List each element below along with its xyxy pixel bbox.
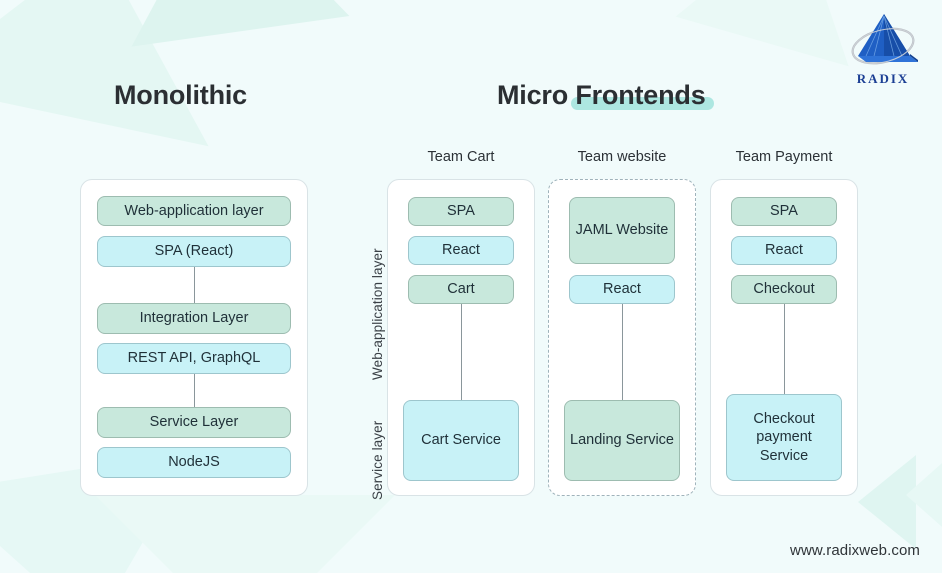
page-title-micro-frontends: Micro Frontends bbox=[497, 80, 714, 111]
website-box-react[interactable]: React bbox=[569, 275, 675, 304]
radix-logo: RADIX bbox=[840, 10, 926, 86]
monolithic-box-rest-api-graphql[interactable]: REST API, GraphQL bbox=[97, 343, 291, 374]
team-label-website: Team website bbox=[577, 149, 667, 165]
cart-box-cart-service[interactable]: Cart Service bbox=[403, 400, 519, 481]
decorative-triangle-top-left-1 bbox=[0, 0, 245, 147]
connector-line-monolithic-upper bbox=[194, 266, 195, 304]
connector-line-payment bbox=[784, 303, 785, 395]
monolithic-box-spa-react[interactable]: SPA (React) bbox=[97, 236, 291, 267]
connector-line-cart bbox=[461, 303, 462, 401]
website-box-jaml-website[interactable]: JAML Website bbox=[569, 197, 675, 264]
connector-line-website bbox=[622, 303, 623, 401]
monolithic-box-nodejs[interactable]: NodeJS bbox=[97, 447, 291, 478]
decorative-triangle-bottom-left-2 bbox=[95, 495, 395, 573]
cart-box-spa[interactable]: SPA bbox=[408, 197, 514, 226]
connector-line-monolithic-lower bbox=[194, 373, 195, 408]
payment-box-spa[interactable]: SPA bbox=[731, 197, 837, 226]
monolithic-box-web-application-layer[interactable]: Web-application layer bbox=[97, 196, 291, 226]
website-box-landing-service[interactable]: Landing Service bbox=[564, 400, 680, 481]
monolithic-box-integration-layer[interactable]: Integration Layer bbox=[97, 303, 291, 334]
page-title-monolithic: Monolithic bbox=[114, 80, 247, 110]
payment-box-checkout-payment-service[interactable]: Checkout payment Service bbox=[726, 394, 842, 481]
axis-label-service-layer: Service layer bbox=[370, 420, 385, 500]
footer-website-url[interactable]: www.radixweb.com bbox=[790, 542, 920, 559]
monolithic-panel bbox=[80, 179, 308, 496]
title-prefix: Micro bbox=[497, 80, 576, 110]
title-highlight-wrap: Frontends bbox=[571, 80, 714, 111]
cart-box-cart[interactable]: Cart bbox=[408, 275, 514, 304]
cart-box-react[interactable]: React bbox=[408, 236, 514, 265]
radix-pyramid-icon bbox=[840, 10, 926, 73]
decorative-triangle-top-left-2 bbox=[110, 0, 350, 47]
payment-box-checkout[interactable]: Checkout bbox=[731, 275, 837, 304]
team-label-payment: Team Payment bbox=[735, 149, 833, 165]
team-label-cart: Team Cart bbox=[427, 149, 495, 165]
decorative-triangle-right-2 bbox=[906, 440, 942, 550]
radix-wordmark: RADIX bbox=[856, 71, 910, 86]
axis-label-web-application-layer: Web-application layer bbox=[370, 248, 385, 380]
decorative-triangle-right-1 bbox=[858, 455, 916, 549]
title-highlight-band bbox=[571, 97, 714, 110]
payment-box-react[interactable]: React bbox=[731, 236, 837, 265]
title-highlight-word: Frontends bbox=[575, 80, 706, 110]
monolithic-box-service-layer[interactable]: Service Layer bbox=[97, 407, 291, 438]
